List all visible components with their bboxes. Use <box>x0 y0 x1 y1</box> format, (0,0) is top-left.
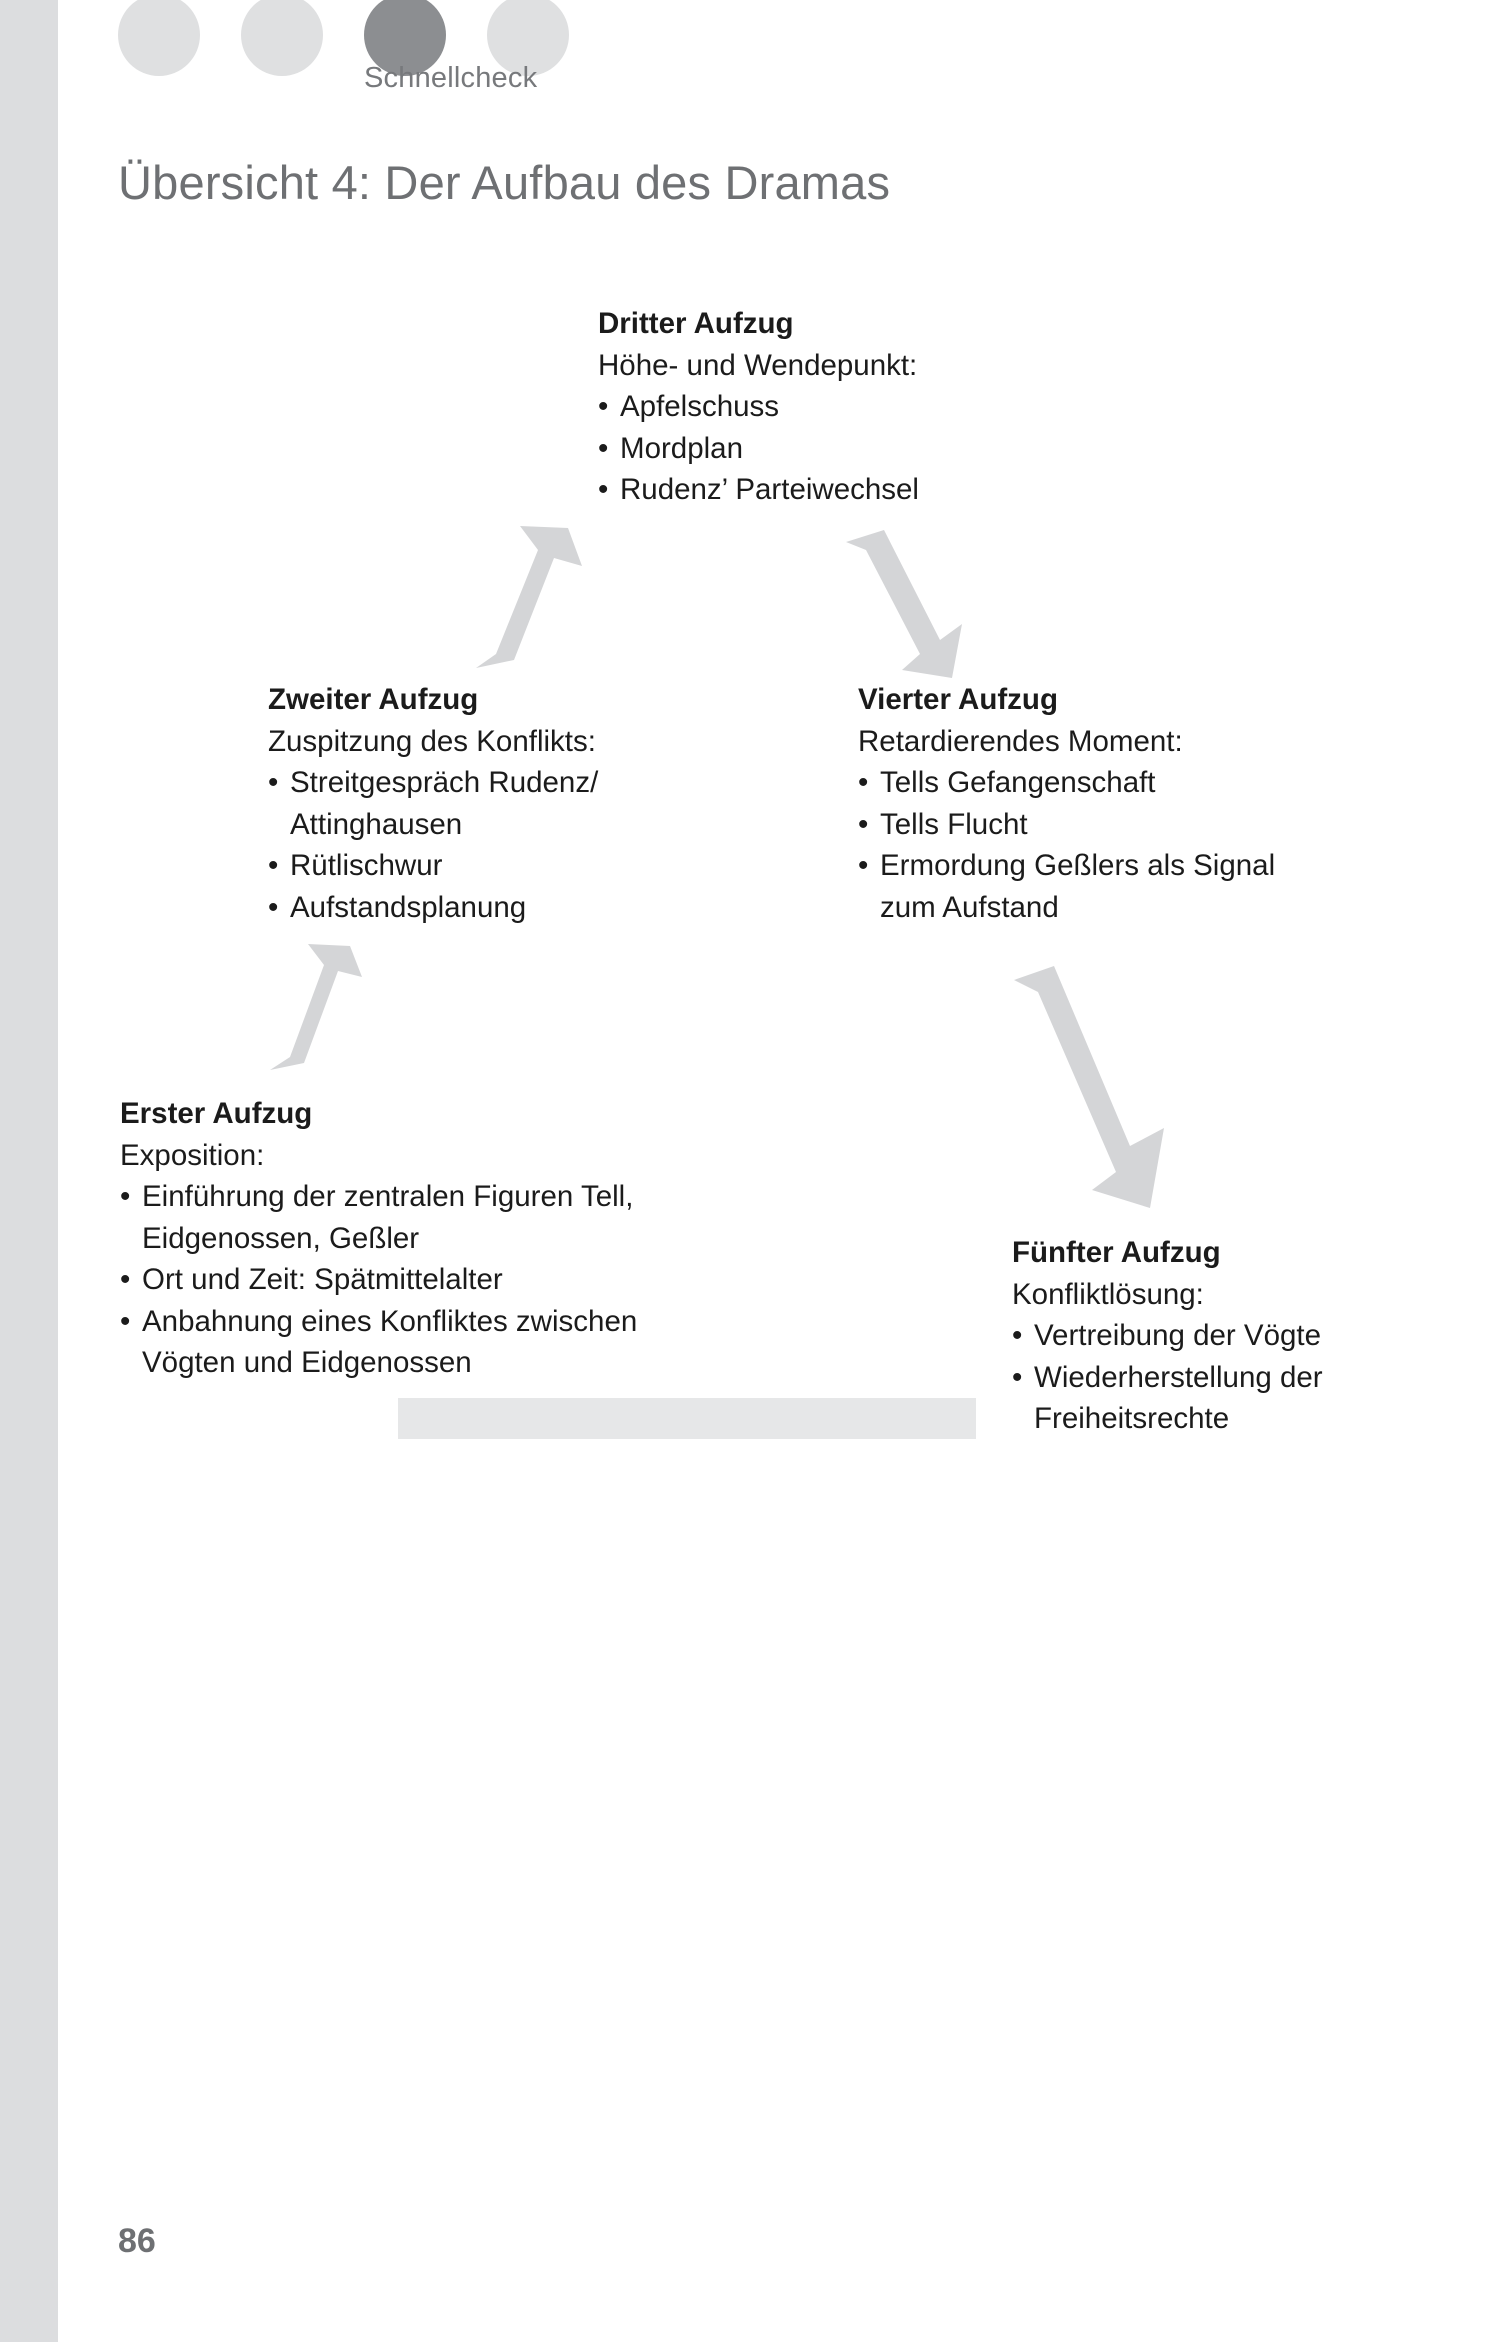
list-item: Rudenz’ Parteiwechsel <box>598 469 1028 511</box>
list-item: Tells Flucht <box>858 804 1278 846</box>
list-item: Ort und Zeit: Spätmittelalter <box>120 1259 660 1301</box>
act2-subtitle: Zuspitzung des Konflikts: <box>268 724 596 758</box>
act4-subtitle: Retardierendes Moment: <box>858 724 1183 758</box>
act4-title: Vierter Aufzug <box>858 683 1058 716</box>
act5-title: Fünfter Aufzug <box>1012 1236 1221 1269</box>
act-block-zweiter-aufzug: Zweiter Aufzug Zuspitzung des Konflikts:… <box>268 679 668 928</box>
list-item: Rütlischwur <box>268 845 668 887</box>
list-item: Einführung der zentralen Figuren Tell, E… <box>120 1176 660 1259</box>
list-item: Mordplan <box>598 428 1028 470</box>
list-item: Wiederherstellung der Freiheitsrechte <box>1012 1357 1412 1440</box>
list-item: Ermordung Geßlers als Signal zum Aufstan… <box>858 845 1278 928</box>
arrow-up-right-icon <box>270 944 362 1070</box>
list-item: Anbahnung eines Konfliktes zwischen Vögt… <box>120 1301 660 1384</box>
progress-dot-2 <box>241 0 323 76</box>
arrow-down-right-icon <box>1014 966 1164 1208</box>
progress-dot-4 <box>487 0 569 76</box>
section-label: Schnellcheck <box>364 62 538 94</box>
act2-list: Streitgespräch Rudenz/ Attinghausen Rütl… <box>268 762 668 928</box>
act2-title: Zweiter Aufzug <box>268 683 479 716</box>
act5-subtitle: Konfliktlösung: <box>1012 1277 1204 1311</box>
act1-subtitle: Exposition: <box>120 1138 265 1172</box>
decorative-gray-bar <box>398 1398 976 1439</box>
page-title: Übersicht 4: Der Aufbau des Dramas <box>118 156 891 209</box>
act1-title: Erster Aufzug <box>120 1097 313 1130</box>
progress-dot-3-active <box>364 0 446 76</box>
page-number: 86 <box>118 2222 156 2260</box>
act4-list: Tells Gefangenschaft Tells Flucht Ermord… <box>858 762 1278 928</box>
arrow-down-right-icon <box>846 530 962 678</box>
act-block-erster-aufzug: Erster Aufzug Exposition: Einführung der… <box>120 1093 660 1384</box>
arrow-up-right-icon <box>476 526 582 668</box>
list-item: Apfelschuss <box>598 386 1028 428</box>
act-block-vierter-aufzug: Vierter Aufzug Retardierendes Moment: Te… <box>858 679 1278 928</box>
progress-dot-1 <box>118 0 200 76</box>
act-block-fuenfter-aufzug: Fünfter Aufzug Konfliktlösung: Vertreibu… <box>1012 1232 1412 1440</box>
list-item: Vertreibung der Vögte <box>1012 1315 1412 1357</box>
left-margin-band <box>0 0 58 2342</box>
act5-list: Vertreibung der Vögte Wiederherstellung … <box>1012 1315 1412 1440</box>
act3-list: Apfelschuss Mordplan Rudenz’ Parteiwechs… <box>598 386 1028 511</box>
list-item: Aufstandsplanung <box>268 887 668 929</box>
act3-title: Dritter Aufzug <box>598 307 794 340</box>
list-item: Tells Gefangenschaft <box>858 762 1278 804</box>
act-block-dritter-aufzug: Dritter Aufzug Höhe- und Wendepunkt: Apf… <box>598 303 1028 511</box>
list-item: Streitgespräch Rudenz/ Attinghausen <box>268 762 668 845</box>
act3-subtitle: Höhe- und Wendepunkt: <box>598 348 918 382</box>
act1-list: Einführung der zentralen Figuren Tell, E… <box>120 1176 660 1384</box>
